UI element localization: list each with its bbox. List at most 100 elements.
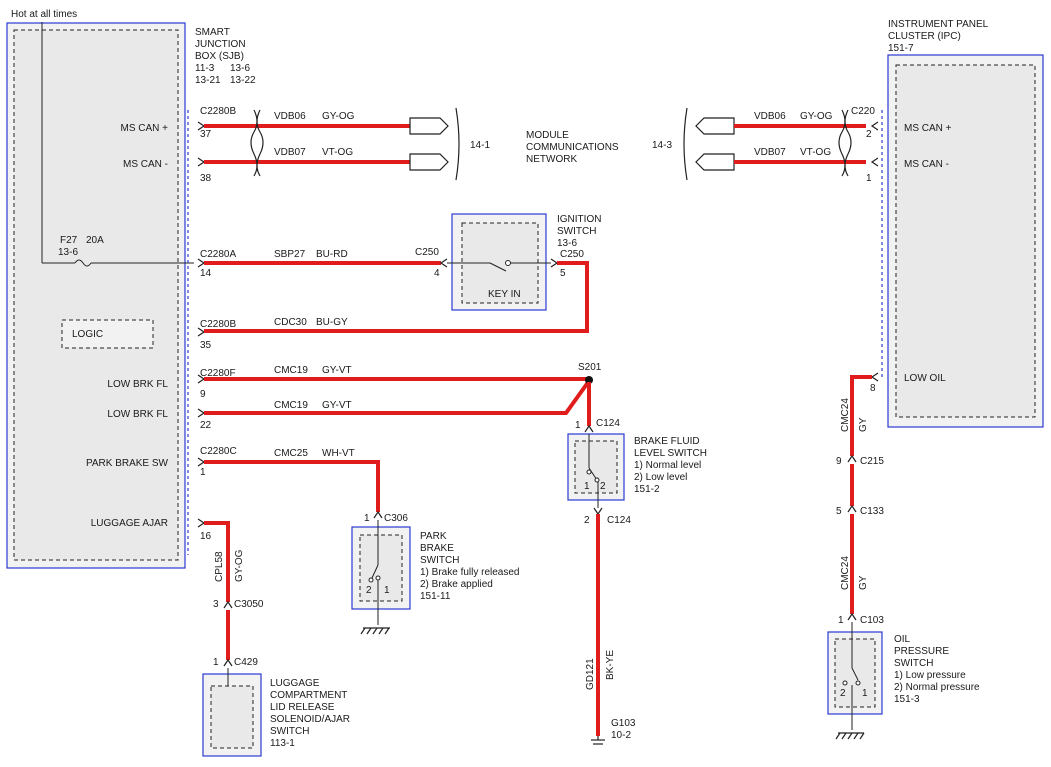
- connector-chevron: [439, 258, 448, 268]
- fuse-ref: 13-6: [58, 247, 78, 258]
- oil-title: OIL: [894, 634, 911, 645]
- sjb-pin-number: 38: [200, 173, 212, 184]
- park-contact: 1: [384, 585, 390, 596]
- logic-label: LOGIC: [72, 329, 103, 340]
- wire-circuit: CMC19: [274, 400, 308, 411]
- sjb-pin-number: 37: [200, 129, 212, 140]
- splice-label: S201: [578, 362, 602, 373]
- switch-contact: [368, 577, 374, 583]
- twisted-pair-symbol: [256, 109, 264, 177]
- connector-chevron: [550, 258, 559, 268]
- park-title: BRAKE: [420, 543, 454, 554]
- c3050-conn: C3050: [234, 599, 264, 610]
- switch-blade: [489, 262, 507, 272]
- sjb-connector-id: C2280C: [200, 446, 237, 457]
- network-label-3: NETWORK: [526, 154, 577, 165]
- ipc-title-2: CLUSTER (IPC): [888, 31, 961, 42]
- park-pin: 1: [364, 513, 370, 524]
- wire-circuit: CMC24: [840, 556, 851, 590]
- wire-circuit: CDC30: [274, 317, 307, 328]
- wire-color: GY-VT: [322, 365, 352, 376]
- ipc-pin-number: 1: [866, 173, 872, 184]
- wire-cdc30: [204, 261, 589, 333]
- wire-circuit: VDB07: [274, 147, 306, 158]
- ipc-pin-number: 2: [866, 129, 872, 140]
- park-brake-circuit: CMC25 WH-VT 1 C306 2 1 PARK BRAKE SWITCH…: [204, 448, 520, 635]
- connector-chevron: [373, 510, 383, 519]
- sjb-connector-id: C2280A: [200, 249, 236, 260]
- oil-ref: 151-3: [894, 694, 920, 705]
- sjb-connector-id: C2280B: [200, 319, 236, 330]
- luggage-switch-inner: [210, 685, 254, 749]
- park-title: 2) Brake applied: [420, 579, 493, 590]
- wire-circuit: CMC24: [840, 398, 851, 432]
- connector-chevron: [870, 372, 879, 382]
- sjb-ref: 13-21: [195, 75, 221, 86]
- oil-title: 1) Low pressure: [894, 670, 966, 681]
- park-title: 1) Brake fully released: [420, 567, 520, 578]
- ignition-conn-in: C250: [415, 247, 439, 258]
- c3050-pin: 3: [213, 599, 219, 610]
- wire-circuit: GD121: [585, 658, 596, 690]
- sjb-inner: [13, 29, 179, 561]
- park-title: SWITCH: [420, 555, 459, 566]
- bf-ref: 151-2: [634, 484, 660, 495]
- instrument-panel-cluster: INSTRUMENT PANEL CLUSTER (IPC) 151-7 MS …: [870, 19, 1044, 428]
- wire-color: GY-OG: [322, 111, 355, 122]
- wire-circuit: VDB06: [274, 111, 306, 122]
- bf-contact: 1: [584, 481, 590, 492]
- connector-chevron: [847, 504, 857, 513]
- sjb-pin-number: 9: [200, 389, 206, 400]
- wire-circuit: VDB07: [754, 147, 786, 158]
- network-label-2: COMMUNICATIONS: [526, 142, 619, 153]
- connector-chevron: [197, 258, 206, 268]
- connector-chevron: [870, 121, 879, 131]
- c215-pin: 9: [836, 456, 842, 467]
- park-title: PARK: [420, 531, 447, 542]
- connector-chevron: [870, 157, 879, 167]
- wire-color: VT-OG: [800, 147, 831, 158]
- sjb-pin-label: MS CAN +: [120, 123, 168, 134]
- bf-contact: 2: [600, 481, 606, 492]
- sjb-pin-number: 1: [200, 467, 206, 478]
- wire-color: GY-OG: [800, 111, 833, 122]
- hot-at-all-times-label: Hot at all times: [11, 9, 77, 20]
- page-ref-arrow: [409, 117, 449, 135]
- twisted-pair-symbol: [838, 109, 846, 177]
- connector-chevron: [584, 424, 594, 433]
- ipc-pin-label: LOW OIL: [904, 373, 946, 384]
- twisted-pair-symbol: [250, 109, 258, 177]
- oil-pressure-circuit: CMC24 GY 9 C215 5 C133 CMC24 GY 1 C103 2…: [827, 375, 980, 740]
- wire-circuit: VDB06: [754, 111, 786, 122]
- switch-blade: [851, 667, 859, 681]
- wire-circuit: SBP27: [274, 249, 306, 260]
- c103-pin: 1: [838, 615, 844, 626]
- connector-chevron: [197, 408, 206, 418]
- luggage-title: SWITCH: [270, 726, 309, 737]
- page-ref-arrow: [695, 117, 735, 135]
- wire-cmc19-b: [204, 379, 591, 415]
- ground-id: G103: [611, 718, 636, 729]
- ignition-title-1: IGNITION: [557, 214, 601, 225]
- bf-title: 2) Low level: [634, 472, 687, 483]
- luggage-title: COMPARTMENT: [270, 690, 347, 701]
- switch-contact: [505, 260, 511, 266]
- park-ref: 151-11: [420, 591, 451, 602]
- bf-title: BRAKE FLUID: [634, 436, 700, 447]
- connector-chevron: [223, 600, 233, 609]
- luggage-title: LUGGAGE: [270, 678, 320, 689]
- bf-pin-bot: 2: [584, 515, 590, 526]
- ignition-state: KEY IN: [488, 289, 521, 300]
- sjb-pin-number: 35: [200, 340, 212, 351]
- switch-contact: [842, 680, 848, 686]
- luggage-title: LID RELEASE: [270, 702, 335, 713]
- oil-title: SWITCH: [894, 658, 933, 669]
- sjb-pin-number: 14: [200, 268, 212, 279]
- switch-contact: [586, 469, 592, 475]
- ignition-pin-out: 5: [560, 268, 566, 279]
- c215-conn: C215: [860, 456, 884, 467]
- network-ref-left: 14-1: [470, 140, 490, 151]
- wire-color: BU-GY: [316, 317, 348, 328]
- sjb-ref: 13-22: [230, 75, 256, 86]
- ignition-circuit: SBP27 BU-RD C250 4 KEY IN IGNITION SWITC…: [204, 213, 601, 333]
